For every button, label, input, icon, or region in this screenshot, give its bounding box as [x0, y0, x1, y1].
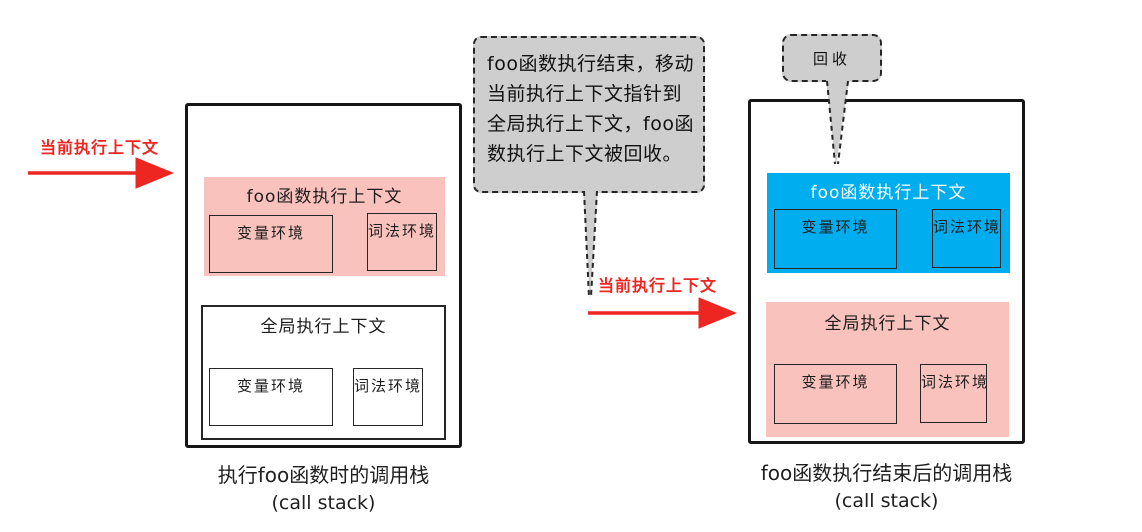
left-global-variable-env-box: 变量环境: [209, 368, 333, 426]
left-foo-variable-env-box: 变量环境: [209, 215, 333, 273]
left-stack-caption: 执行foo函数时的调用栈 (call stack): [185, 461, 462, 517]
left-global-context-title: 全局执行上下文: [260, 317, 387, 337]
right-global-context-title: 全局执行上下文: [824, 314, 951, 334]
left-global-lexical-env-box: 词法环境: [353, 368, 423, 426]
bubble-line-4: 数执行上下文被回收。: [487, 143, 683, 165]
bubble-line-1: foo函数执行结束，移动: [487, 53, 694, 75]
right-foo-variable-env-box: 变量环境: [774, 209, 897, 269]
left-call-stack: foo函数执行上下文 变量环境 词法环境 全局执行上下文 变量环境 词法环境: [185, 103, 462, 448]
left-foo-lexical-env-box: 词法环境: [367, 213, 437, 271]
left-global-context-frame: 全局执行上下文 变量环境 词法环境: [201, 305, 446, 440]
right-foo-lexical-env-box: 词法环境: [932, 209, 1001, 268]
left-current-context-label: 当前执行上下文: [40, 138, 160, 157]
bubble-line-2: 当前执行上下文指针到: [487, 83, 683, 105]
right-stack-caption-line1: foo函数执行结束后的调用栈: [760, 461, 1013, 485]
right-call-stack: foo函数执行上下文 变量环境 词法环境 全局执行上下文 变量环境 词法环境: [748, 99, 1025, 444]
right-foo-context-frame: foo函数执行上下文 变量环境 词法环境: [767, 173, 1010, 273]
right-stack-caption: foo函数执行结束后的调用栈 (call stack): [748, 459, 1025, 515]
explanation-speech-bubble: foo函数执行结束，移动 当前执行上下文指针到 全局执行上下文，foo函 数执行…: [473, 36, 705, 193]
right-global-context-frame: 全局执行上下文 变量环境 词法环境: [766, 302, 1009, 437]
speech-bubble-tail-icon: [583, 190, 598, 299]
right-foo-context-title: foo函数执行上下文: [810, 183, 967, 203]
left-foo-context-frame: foo函数执行上下文 变量环境 词法环境: [204, 177, 445, 276]
right-global-variable-env-box: 变量环境: [774, 364, 897, 424]
right-stack-caption-line2: (call stack): [834, 490, 939, 512]
left-stack-caption-line2: (call stack): [271, 492, 376, 514]
middle-current-context-label: 当前执行上下文: [598, 276, 718, 295]
right-global-lexical-env-box: 词法环境: [920, 364, 987, 423]
recycle-label: 回收: [782, 34, 882, 82]
left-foo-context-title: foo函数执行上下文: [246, 187, 403, 207]
bubble-line-3: 全局执行上下文，foo函: [487, 113, 694, 135]
left-stack-caption-line1: 执行foo函数时的调用栈: [217, 463, 430, 487]
